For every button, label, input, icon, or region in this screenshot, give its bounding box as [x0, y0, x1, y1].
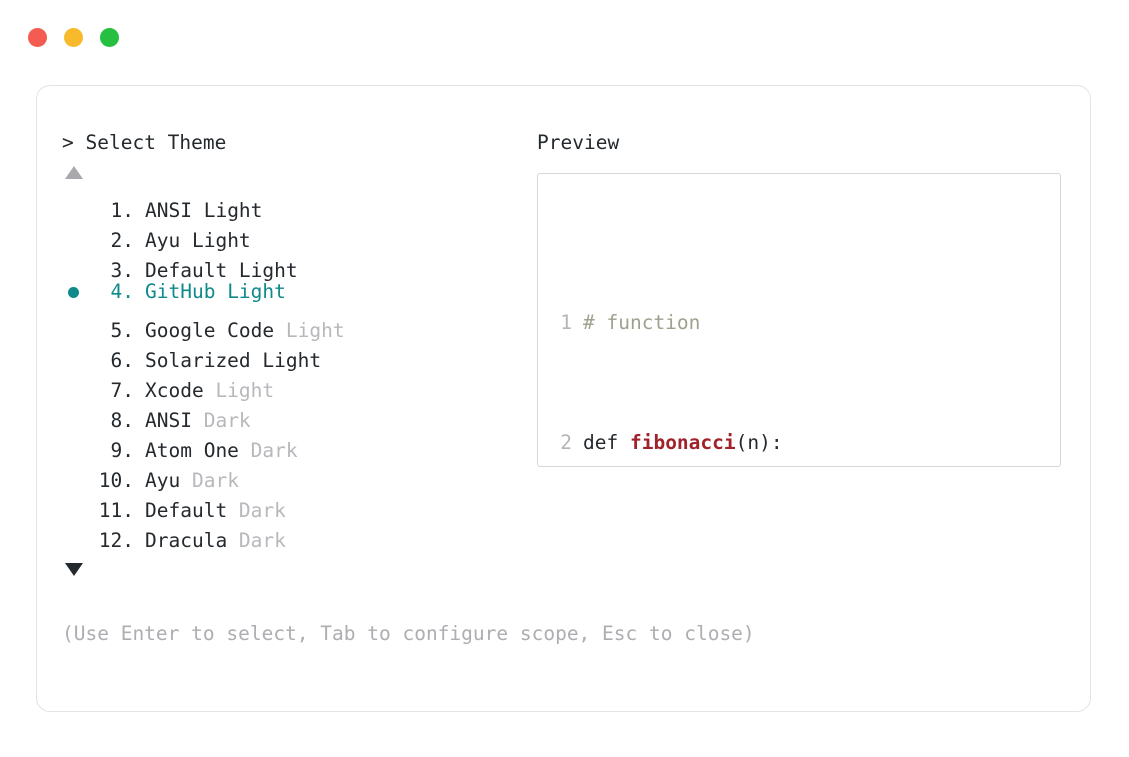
theme-list-item[interactable]: 10. Ayu Dark: [62, 457, 532, 492]
preview-title: Preview: [537, 131, 620, 154]
theme-item-variant: Light: [191, 199, 263, 222]
theme-item-name: Google Code: [145, 319, 275, 342]
maximize-button[interactable]: [100, 28, 119, 47]
theme-item-index: 12.: [98, 529, 134, 552]
theme-item-variant: Dark: [191, 409, 251, 432]
theme-item-name: GitHub: [145, 280, 216, 303]
minimize-button[interactable]: [64, 28, 83, 47]
selection-marker-cell: [62, 397, 90, 427]
theme-item-index: 1.: [110, 199, 134, 222]
theme-item-index: 2.: [110, 229, 134, 252]
line-number: 2: [560, 431, 572, 454]
theme-item-name: Xcode: [145, 379, 204, 402]
theme-item-name: ANSI: [145, 199, 192, 222]
theme-item-variant: Dark: [180, 469, 239, 492]
theme-item-name: Ayu: [145, 469, 181, 492]
triangle-up-icon[interactable]: [65, 166, 83, 179]
theme-item-name: Default: [145, 259, 228, 282]
theme-list-item[interactable]: 12. Dracula Dark: [62, 517, 532, 552]
selection-marker-cell: [62, 307, 90, 337]
theme-item-index: 3.: [110, 259, 134, 282]
theme-item-variant: Light: [203, 379, 275, 402]
code-token-comment: # function: [583, 311, 701, 334]
theme-item-variant: Light: [274, 319, 345, 342]
theme-item-name: Atom One: [145, 439, 239, 462]
selection-marker-cell: [62, 217, 90, 247]
prompt-symbol: >: [62, 131, 74, 154]
theme-list-item[interactable]: 5. Google Code Light: [62, 307, 532, 342]
theme-list-item[interactable]: 7. Xcode Light: [62, 367, 532, 402]
page-title: Select Theme: [85, 131, 227, 154]
theme-list-item[interactable]: 2. Ayu Light: [62, 217, 532, 252]
selection-marker-cell: [62, 337, 90, 367]
theme-list-item[interactable]: 9. Atom One Dark: [62, 427, 532, 462]
theme-list-item[interactable]: 8. ANSI Dark: [62, 397, 532, 432]
theme-item-index: 6.: [110, 349, 134, 372]
theme-list-item[interactable]: 3. Default Light: [62, 247, 532, 282]
code-token-plain: (n):: [735, 431, 783, 454]
code-line-2: 2 def fibonacci(n):: [560, 428, 889, 458]
selection-marker-cell: [62, 427, 90, 457]
selection-marker-cell: [62, 247, 90, 277]
line-number: 1: [560, 311, 572, 334]
triangle-down-icon[interactable]: [65, 563, 83, 576]
theme-item-index: 5.: [110, 319, 134, 342]
theme-item-variant: Dark: [227, 529, 286, 552]
keyboard-hint: (Use Enter to select, Tab to configure s…: [62, 622, 755, 645]
selection-marker-cell: [62, 367, 90, 397]
theme-list-item[interactable]: 6. Solarized Light: [62, 337, 532, 372]
theme-item-index: 7.: [110, 379, 134, 402]
selected-bullet-icon: [68, 287, 79, 298]
code-line-1: 1 # function: [560, 308, 889, 338]
selection-marker-cell: [62, 457, 90, 487]
theme-item-name: Ayu: [145, 229, 181, 252]
theme-item-name: Default: [145, 499, 228, 522]
theme-item-name: Solarized: [145, 349, 251, 372]
theme-item-index: 11.: [98, 499, 134, 522]
theme-list-item[interactable]: 11. Default Dark: [62, 487, 532, 522]
panel-title: > Select Theme: [62, 129, 532, 157]
close-button[interactable]: [28, 28, 47, 47]
selection-marker-cell: [62, 187, 90, 217]
theme-item-variant: Light: [180, 229, 251, 252]
theme-item-index: 4.: [110, 280, 134, 303]
code-token-function: fibonacci: [629, 431, 736, 454]
selection-marker-cell: [62, 487, 90, 517]
window-controls: [28, 28, 119, 47]
theme-item-index: 9.: [110, 439, 134, 462]
theme-item-variant: Dark: [227, 499, 286, 522]
theme-item-name: Dracula: [145, 529, 228, 552]
theme-item-variant: Dark: [238, 439, 298, 462]
theme-list-item[interactable]: 1. ANSI Light: [62, 187, 532, 222]
theme-item-index: 10.: [98, 469, 134, 492]
selection-marker-cell: [62, 278, 90, 308]
preview-panel-header: Preview: [537, 129, 1067, 157]
theme-item-variant: Light: [227, 259, 298, 282]
selection-marker-cell: [62, 517, 90, 547]
theme-item-index: 8.: [110, 409, 134, 432]
theme-item-variant: Light: [215, 280, 286, 303]
theme-item-name: ANSI: [145, 409, 192, 432]
code-token-keyword: def: [583, 431, 630, 454]
theme-item-variant: Light: [250, 349, 322, 372]
theme-list-item[interactable]: 4. GitHub Light: [62, 277, 532, 307]
